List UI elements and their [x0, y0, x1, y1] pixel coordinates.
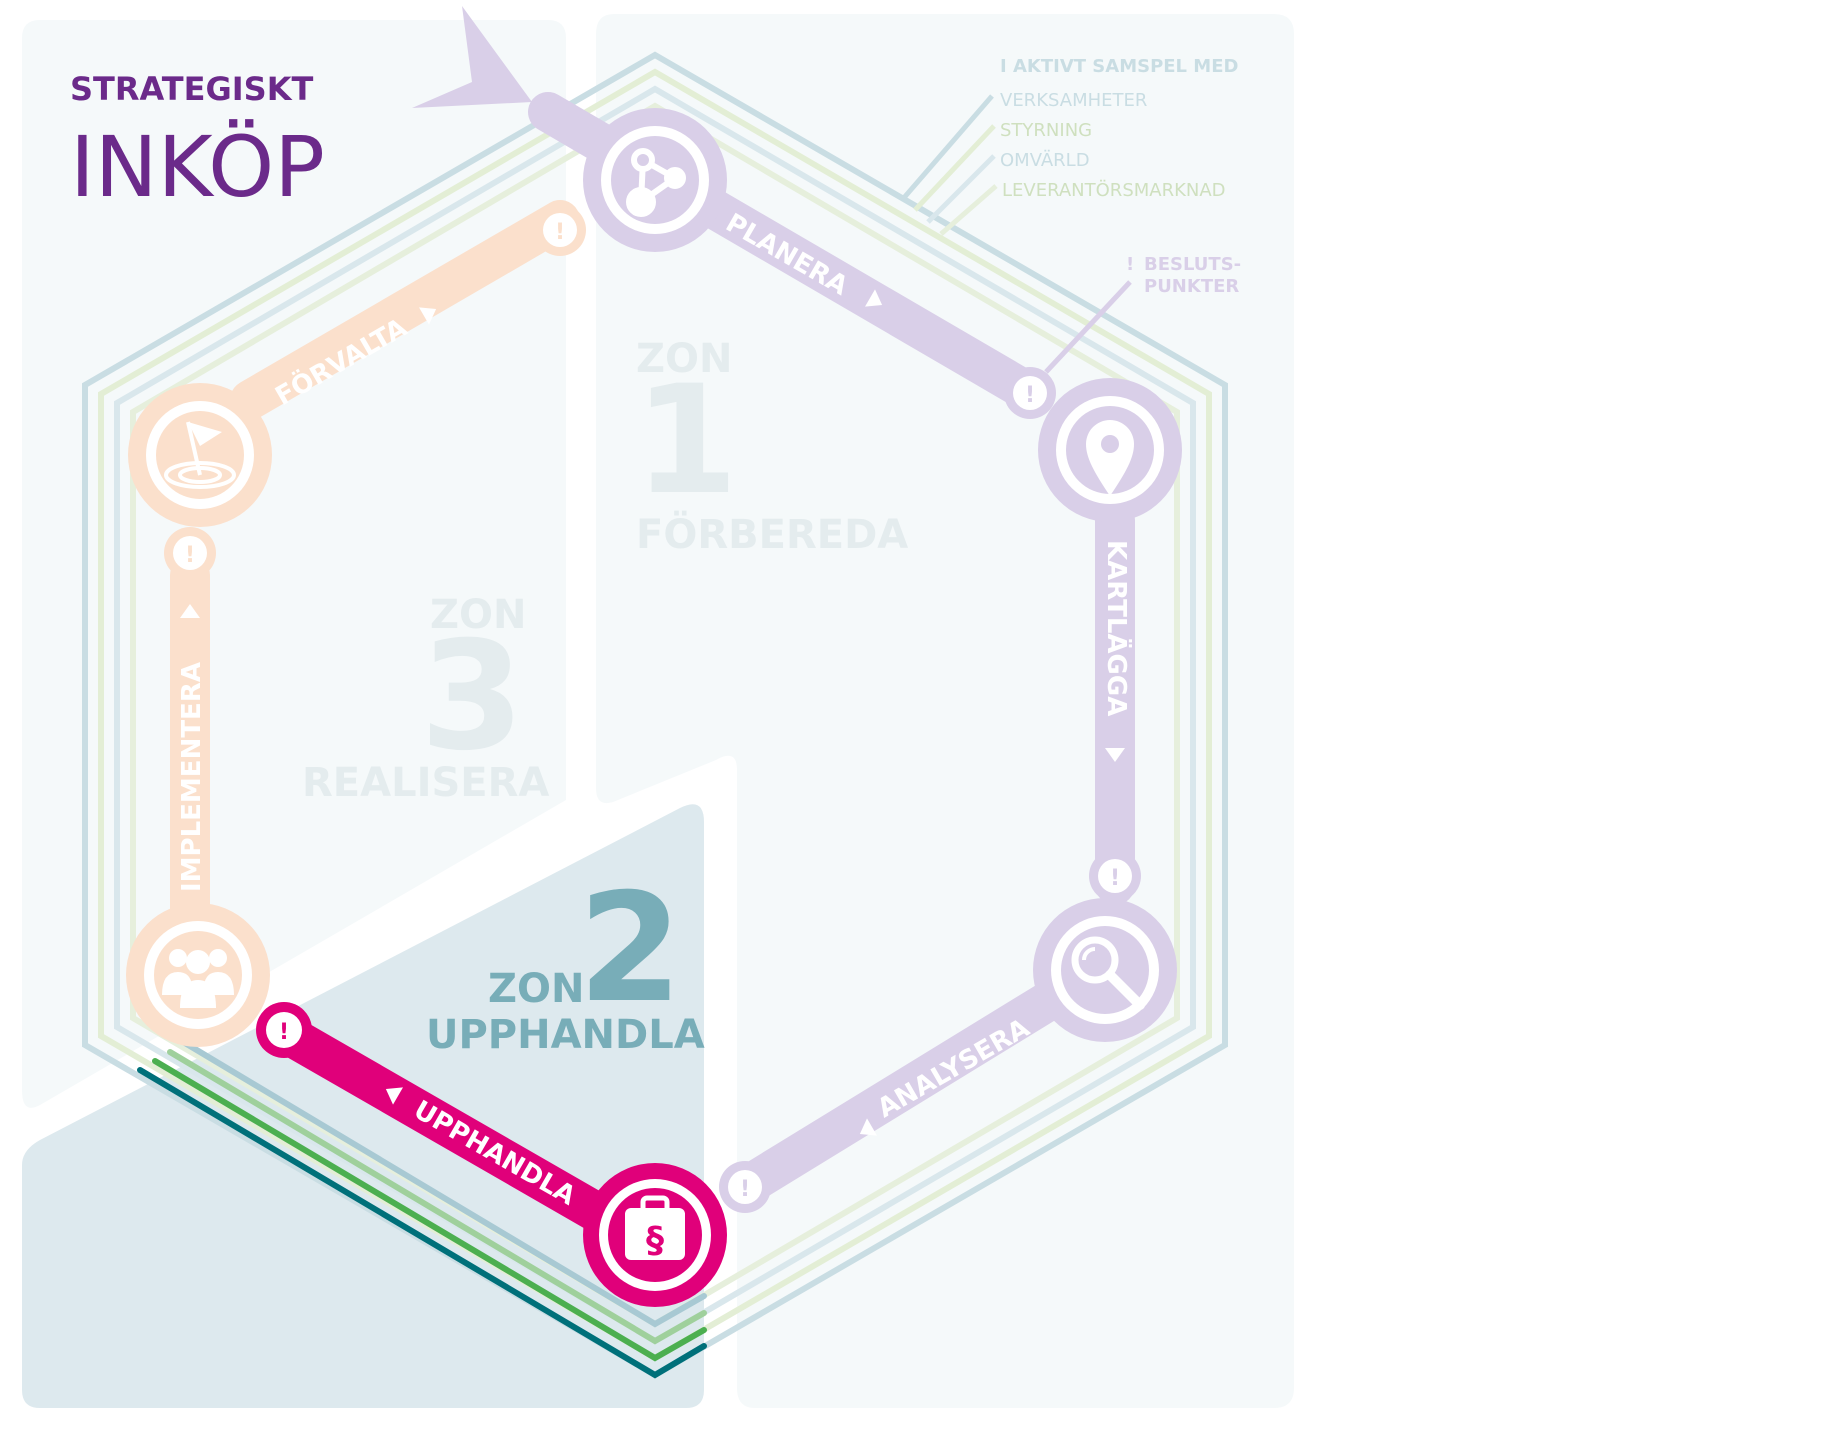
legend-item-styrning: STYRNING [1000, 120, 1092, 141]
stage-node-kartlagga [1038, 378, 1182, 522]
zone-2-context-lines [137, 1040, 707, 1379]
title-line2: INKÖP [70, 118, 325, 216]
svg-text:!: ! [740, 1177, 750, 1202]
decision-point-upphandla: ! [256, 1002, 312, 1058]
zone-2-word: ZON [488, 966, 584, 1012]
stage-node-upphandla: § [583, 1163, 727, 1307]
path-segment-forvalta [230, 200, 580, 420]
svg-text:!: ! [185, 543, 195, 568]
path-segment-upphandla [260, 1010, 630, 1240]
path-segment-analysera [720, 980, 1070, 1210]
context-legend: I AKTIVT SAMSPEL MED VERKSAMHETER STYRNI… [1000, 56, 1241, 297]
decision-points: ! ! ! ! ! ! [164, 204, 1141, 1213]
zone-3-name: REALISERA [302, 760, 549, 806]
stage-node-implementera [126, 903, 270, 1047]
zone-2-label: 2 ZON UPPHANDLA [426, 862, 705, 1058]
legend-decision-mark: ! [1126, 254, 1134, 275]
location-pin-icon [1086, 420, 1134, 496]
svg-text:!: ! [555, 220, 565, 245]
legend-decision-label-line2: PUNKTER [1144, 276, 1239, 297]
zone-2-number: 2 [578, 862, 682, 1036]
zone-3-word: ZON [430, 592, 526, 638]
legend-item-omvarld: OMVÄRLD [1000, 150, 1090, 171]
stage-label-implementera: IMPLEMENTERA [177, 662, 207, 892]
stage-node-analysera [1033, 898, 1177, 1042]
magnifier-icon [1071, 936, 1145, 1010]
title-line1: STRATEGISKT [70, 70, 314, 108]
zone-1-word: ZON [636, 336, 732, 382]
zone-2-name: UPPHANDLA [426, 1012, 705, 1058]
zone-1-name: FÖRBEREDA [636, 510, 908, 558]
process-path [170, 92, 1135, 1240]
legend-heading: I AKTIVT SAMSPEL MED [1000, 56, 1238, 77]
stage-label-kartlagga: KARTLÄGGA [1101, 540, 1133, 716]
zone-3-number: 3 [420, 610, 524, 784]
zone-1-number: 1 [634, 354, 738, 528]
flag-target-icon [164, 421, 236, 489]
decision-point-forvalta: ! [534, 204, 586, 256]
paragraph-briefcase-icon: § [625, 1195, 685, 1261]
legend-item-verksamheter: VERKSAMHETER [1000, 90, 1147, 111]
start-arrow-icon [412, 6, 532, 108]
legend-decision-label-line1: BESLUTS- [1144, 254, 1241, 275]
stage-node-forvalta [128, 383, 272, 527]
zone-2-panel [22, 804, 704, 1408]
zone-1-label: ZON 1 FÖRBEREDA [634, 336, 908, 558]
legend-connectors [900, 94, 1132, 374]
svg-text:§: § [646, 1220, 664, 1261]
people-icon [162, 949, 234, 1008]
stage-node-planera [583, 108, 727, 252]
decision-point-analysera: ! [719, 1161, 771, 1213]
decision-point-planera: ! [1004, 367, 1056, 419]
svg-text:!: ! [279, 1020, 289, 1045]
svg-text:!: ! [1110, 866, 1120, 891]
zone-3-label: ZON 3 REALISERA [302, 592, 549, 806]
decision-point-kartlagga: ! [1089, 850, 1141, 902]
network-icon [626, 148, 686, 217]
decision-point-implementera: ! [164, 527, 216, 579]
svg-text:!: ! [1025, 383, 1035, 408]
legend-item-leverantorsmarknad: LEVERANTÖRSMARKNAD [1002, 179, 1226, 201]
